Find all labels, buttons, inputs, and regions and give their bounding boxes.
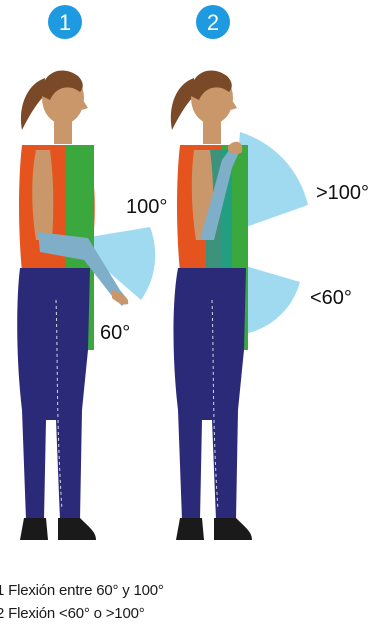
figure-2-angle-label-lower: <60° bbox=[310, 287, 352, 309]
figure-1-neck bbox=[54, 118, 72, 144]
figure-1: 1 100° 60° bbox=[17, 5, 167, 540]
figure-2-number: 2 bbox=[207, 10, 219, 35]
figure-1-shoe-front bbox=[58, 518, 96, 540]
figure-1-ponytail bbox=[21, 78, 45, 130]
figure-1-angle-label-upper: 100° bbox=[126, 196, 167, 218]
figure-2-pants bbox=[174, 268, 247, 520]
figure-1-shoe-back bbox=[20, 518, 48, 540]
figure-2-angle-label-upper: >100° bbox=[316, 182, 369, 204]
figure-1-upper-arm bbox=[32, 150, 53, 240]
figure-2-ponytail bbox=[171, 78, 194, 130]
figure-1-angle-label-lower: 60° bbox=[100, 322, 130, 344]
legend-item-1: 1 Flexión entre 60° y 100° bbox=[0, 582, 386, 599]
figure-2-nose bbox=[231, 100, 237, 110]
legend-item-2: 2 Flexión <60° o >100° bbox=[0, 605, 386, 622]
figure-2-neck bbox=[203, 118, 221, 144]
figure-2-shoe-back bbox=[176, 518, 204, 540]
figure-2: 2 >100° <60° bbox=[171, 5, 369, 540]
figure-2-hand bbox=[228, 142, 242, 154]
figure-2-shoe-front bbox=[214, 518, 252, 540]
figure-1-pants bbox=[17, 268, 90, 520]
figure-1-nose bbox=[82, 100, 88, 110]
figure-1-number: 1 bbox=[59, 10, 71, 35]
